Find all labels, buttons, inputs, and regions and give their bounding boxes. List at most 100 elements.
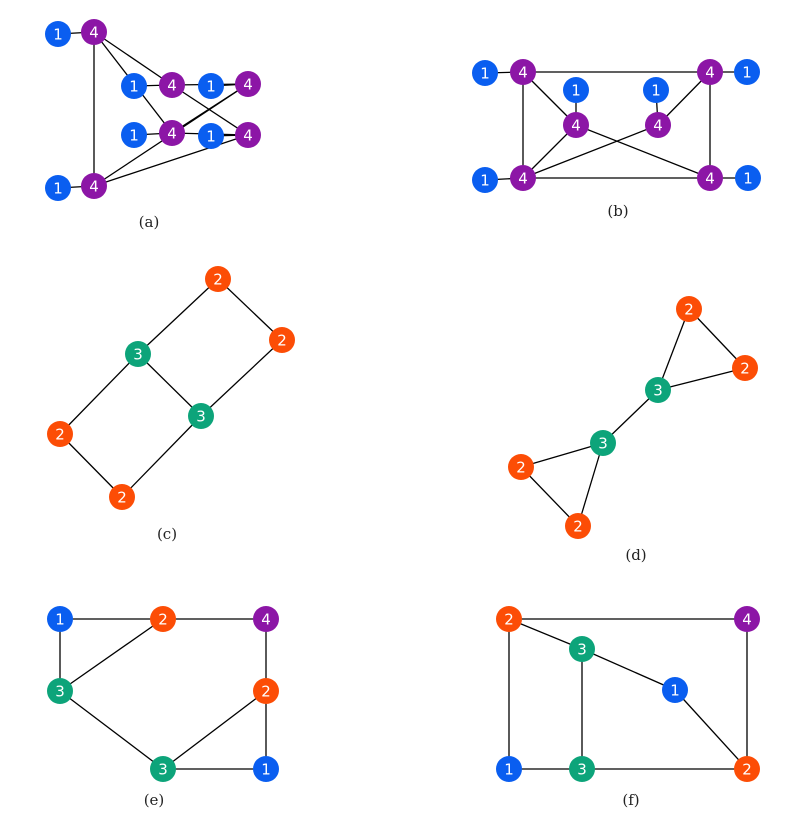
graph-e-node-label-6: 1 [261, 761, 271, 779]
graph-a-edge-6 [93, 31, 173, 86]
graph-b-node-5: 4 [645, 112, 671, 138]
graph-f-node-circle-1 [734, 606, 760, 632]
graph-e-node-label-1: 2 [158, 611, 168, 629]
graph-d-edge-2 [657, 367, 746, 391]
graph-c-node-0: 2 [205, 266, 231, 292]
graph-d-edge-6 [520, 466, 579, 527]
graph-c-edge-2 [200, 339, 283, 417]
graph-a-node-9: 4 [235, 122, 261, 148]
graph-a-node-label-4: 1 [129, 127, 139, 145]
graph-d-edges [520, 308, 746, 527]
graph-b-node-circle-8 [472, 167, 498, 193]
graph-d-node-label-1: 2 [740, 360, 750, 378]
graph-f-node-circle-5 [569, 756, 595, 782]
graph-b-node-circle-9 [510, 165, 536, 191]
graph-b-node-circle-5 [645, 112, 671, 138]
graph-e-edge-6 [162, 690, 267, 770]
graph-d-nodes: 2 2 3 3 2 2 [508, 296, 758, 539]
graph-a-node-circle-0 [45, 21, 71, 47]
graph-c-node-3: 3 [188, 403, 214, 429]
graph-b-node-label-7: 4 [705, 64, 715, 82]
graph-d-edge-0 [688, 308, 746, 369]
graph-c-node-label-4: 2 [55, 426, 65, 444]
graph-b-node-circle-3 [563, 112, 589, 138]
graph-d-edge-5 [577, 442, 604, 527]
graph-d-node-circle-4 [508, 454, 534, 480]
graph-f-edge-6 [674, 689, 748, 770]
graph-c-node-circle-0 [205, 266, 231, 292]
graph-d-node-label-3: 3 [598, 435, 608, 453]
graph-e-node-circle-3 [47, 678, 73, 704]
graph-c-node-label-3: 3 [196, 408, 206, 426]
graph-d-node-label-0: 2 [684, 301, 694, 319]
caption-a: (a) [139, 213, 160, 231]
graph-e-node-label-5: 3 [158, 761, 168, 779]
graph-a-node-label-9: 4 [243, 127, 253, 145]
caption-d: (d) [625, 546, 646, 564]
graph-a-node-circle-10 [45, 175, 71, 201]
graph-d-node-circle-2 [645, 377, 671, 403]
graph-f-node-circle-3 [662, 677, 688, 703]
graph-c-node-label-2: 3 [133, 346, 143, 364]
graph-c-node-2: 3 [125, 341, 151, 367]
graph-d-node-5: 2 [565, 513, 591, 539]
graph-d-node-0: 2 [676, 296, 702, 322]
graph-d-node-circle-5 [565, 513, 591, 539]
graph-c-edge-1 [137, 278, 219, 355]
graph-c-node-label-1: 2 [277, 332, 287, 350]
graph-d-node-1: 2 [732, 355, 758, 381]
graph-b-node-circle-7 [697, 59, 723, 85]
graph-a-node-circle-7 [235, 71, 261, 97]
graph-d-node-2: 3 [645, 377, 671, 403]
graph-e-edges [59, 618, 267, 770]
graph-a-node-circle-11 [81, 173, 107, 199]
graph-b-node-circle-11 [697, 165, 723, 191]
graph-e-node-circle-1 [150, 606, 176, 632]
graph-b-node-11: 4 [697, 165, 723, 191]
graph-f-node-label-2: 3 [577, 641, 587, 659]
graph-a-node-6: 1 [198, 73, 224, 99]
graph-b-node-label-3: 4 [571, 117, 581, 135]
graph-e-node-0: 1 [47, 606, 73, 632]
graph-f-edge-1 [508, 618, 583, 650]
graph-f-node-label-1: 4 [742, 611, 752, 629]
graph-f-node-0: 2 [496, 606, 522, 632]
graph-f-node-label-4: 1 [504, 761, 514, 779]
graph-a-node-circle-3 [159, 72, 185, 98]
graph-b-edge-10 [575, 124, 711, 179]
graph-e-node-2: 4 [253, 606, 279, 632]
graph-e-node-circle-5 [150, 756, 176, 782]
graph-d-node-circle-0 [676, 296, 702, 322]
graph-b-node-circle-1 [510, 59, 536, 85]
graph-c-edge-4 [59, 353, 139, 435]
graph-b-node-10: 1 [735, 165, 761, 191]
graph-a-node-label-7: 4 [243, 76, 253, 94]
graph-a-node-circle-1 [81, 19, 107, 45]
graph-d-node-circle-1 [732, 355, 758, 381]
graph-e-node-circle-6 [253, 756, 279, 782]
graph-d-node-label-4: 2 [516, 459, 526, 477]
graph-f-node-label-6: 2 [742, 761, 752, 779]
graph-d-node-label-5: 2 [573, 518, 583, 536]
graph-b-node-label-0: 1 [480, 65, 490, 83]
graph-c-node-4: 2 [47, 421, 73, 447]
graph-b-node-circle-4 [643, 77, 669, 103]
caption-e: (e) [144, 791, 165, 809]
graph-f-node-6: 2 [734, 756, 760, 782]
graph-c-node-label-0: 2 [213, 271, 223, 289]
graph-d-node-3: 3 [590, 430, 616, 456]
graph-b-node-8: 1 [472, 167, 498, 193]
graph-b-node-circle-2 [563, 77, 589, 103]
graph-c-node-circle-4 [47, 421, 73, 447]
graph-e-node-5: 3 [150, 756, 176, 782]
graph-c-node-circle-1 [269, 327, 295, 353]
graph-f-node-label-0: 2 [504, 611, 514, 629]
graph-e-node-1: 2 [150, 606, 176, 632]
graph-b-node-4: 1 [643, 77, 669, 103]
graph-c-edges [59, 278, 283, 498]
graph-b-node-label-11: 4 [705, 170, 715, 188]
